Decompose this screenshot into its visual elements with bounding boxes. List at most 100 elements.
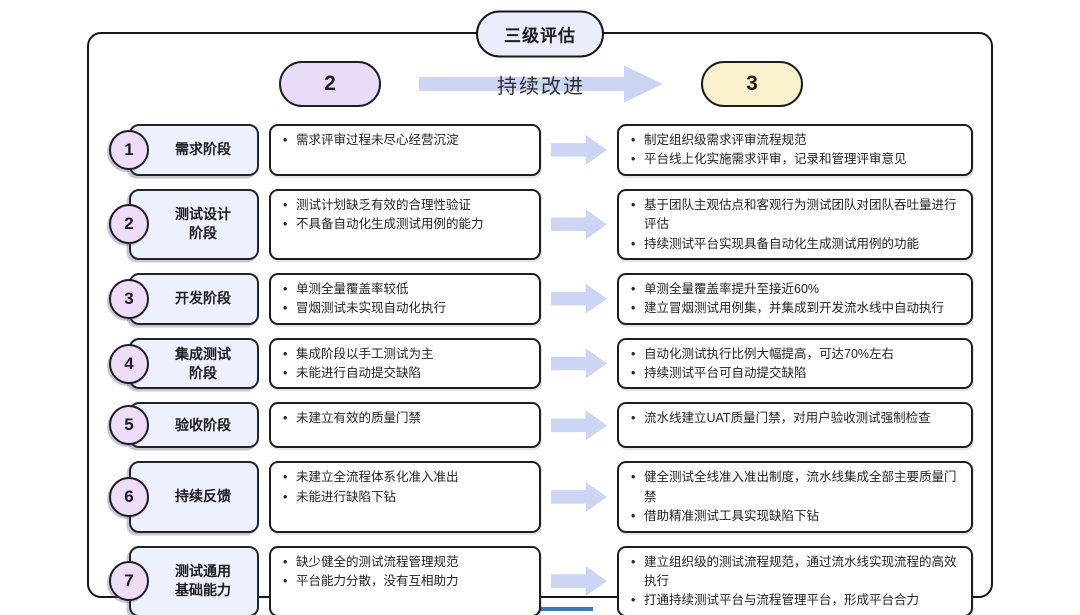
bullet-item: 未能进行自动提交缺陷 <box>283 364 529 384</box>
stage-label: 测试通用 基础能力 <box>175 563 231 599</box>
stage-label: 开发阶段 <box>175 290 231 307</box>
stage-header: 1 需求阶段 <box>109 124 259 176</box>
diagram-frame: 三级评估 2 持续改进 3 1 需求阶段 需求评审过程未尽心经营沉淀 <box>87 10 993 615</box>
transition-label: 持续改进 <box>497 75 585 98</box>
stage-number-badge: 1 <box>109 129 149 170</box>
improved-state-list: 健全测试全线准入准出制度，流水线集成全部主要质量门禁借助精准测试工具实现缺陷下钻 <box>631 468 961 527</box>
improved-state-list: 流水线建立UAT质量门禁，对用户验收测试强制检查 <box>631 409 961 429</box>
level-to-number: 3 <box>746 72 758 95</box>
improved-state-list: 制定组织级需求评审流程规范平台线上化实施需求评审，记录和管理评审意见 <box>631 131 961 170</box>
right-arrow-icon <box>551 481 607 512</box>
current-state-list: 单测全量覆盖率较低冒烟测试未实现自动化执行 <box>283 280 529 319</box>
improved-state-box: 基于团队主观估点和客观行为测试团队对团队吞吐量进行评估持续测试平台实现具备自动化… <box>617 188 973 260</box>
maturity-assessment-diagram: 三级评估 2 持续改进 3 1 需求阶段 需求评审过程未尽心经营沉淀 <box>0 10 1080 615</box>
current-state-box: 测试计划缺乏有效的合理性验证不具备自动化生成测试用例的能力 <box>269 188 541 260</box>
stage-number-badge: 5 <box>109 405 149 446</box>
current-state-list: 测试计划缺乏有效的合理性验证不具备自动化生成测试用例的能力 <box>283 196 529 235</box>
stage-header: 3 开发阶段 <box>109 272 259 325</box>
stage-row: 7 测试通用 基础能力 缺少健全的测试流程管理规范平台能力分散，没有互相助力 建… <box>109 545 973 615</box>
current-state-box: 未建立有效的质量门禁 <box>269 402 541 449</box>
bullet-item: 持续测试平台实现具备自动化生成测试用例的功能 <box>631 235 961 255</box>
stage-row: 5 验收阶段 未建立有效的质量门禁 流水线建立UAT质量门禁，对用户验收测试强制… <box>109 402 973 449</box>
stage-label: 集成测试 阶段 <box>175 345 231 381</box>
bullet-item: 平台线上化实施需求评审，记录和管理评审意见 <box>631 150 961 170</box>
right-arrow-icon <box>551 209 607 240</box>
improved-state-list: 单测全量覆盖率提升至接近60%建立冒烟测试用例集，并集成到开发流水线中自动执行 <box>631 280 961 319</box>
improved-state-box: 健全测试全线准入准出制度，流水线集成全部主要质量门禁借助精准测试工具实现缺陷下钻 <box>617 461 973 533</box>
bullet-item: 流水线建立UAT质量门禁，对用户验收测试强制检查 <box>631 409 961 429</box>
current-state-list: 需求评审过程未尽心经营沉淀 <box>283 131 529 151</box>
stage-header: 6 持续反馈 <box>109 461 259 533</box>
stage-label-box: 持续反馈 <box>129 461 259 533</box>
stage-number-badge: 2 <box>109 204 149 245</box>
stage-header: 2 测试设计 阶段 <box>109 188 259 260</box>
bullet-item: 自动化测试执行比例大幅提高，可达70%左右 <box>631 345 961 365</box>
stage-label: 需求阶段 <box>175 141 231 158</box>
level-transition: 2 持续改进 3 <box>109 60 973 108</box>
bullet-item: 需求评审过程未尽心经营沉淀 <box>283 131 529 151</box>
improved-state-list: 自动化测试执行比例大幅提高，可达70%左右持续测试平台可自动提交缺陷 <box>631 345 961 384</box>
current-state-box: 未建立全流程体系化准入准出未能进行缺陷下钻 <box>269 461 541 533</box>
stage-number: 1 <box>124 139 134 159</box>
stage-number-badge: 7 <box>109 561 149 602</box>
bullet-item: 未建立全流程体系化准入准出 <box>283 468 529 488</box>
level-from-number: 2 <box>324 72 336 95</box>
right-arrow-icon <box>551 348 607 379</box>
stage-label-box: 测试通用 基础能力 <box>129 545 259 615</box>
current-state-box: 单测全量覆盖率较低冒烟测试未实现自动化执行 <box>269 272 541 325</box>
transition-arrow: 持续改进 <box>419 62 663 106</box>
stage-header: 7 测试通用 基础能力 <box>109 545 259 615</box>
stage-row: 2 测试设计 阶段 测试计划缺乏有效的合理性验证不具备自动化生成测试用例的能力 … <box>109 188 973 260</box>
stage-number: 5 <box>124 415 134 435</box>
bullet-item: 借助精准测试工具实现缺陷下钻 <box>631 507 961 527</box>
bullet-item: 未建立有效的质量门禁 <box>283 409 529 429</box>
level-from-pill: 2 <box>279 61 381 107</box>
current-state-box: 集成阶段以手工测试为主未能进行自动提交缺陷 <box>269 337 541 390</box>
stage-label: 持续反馈 <box>175 488 231 505</box>
title-badge: 三级评估 <box>476 10 604 58</box>
stage-row: 4 集成测试 阶段 集成阶段以手工测试为主未能进行自动提交缺陷 自动化测试执行比… <box>109 337 973 390</box>
right-arrow-icon <box>551 410 607 441</box>
right-arrow-icon <box>551 283 607 314</box>
stage-label-box: 测试设计 阶段 <box>129 188 259 260</box>
stage-header: 4 集成测试 阶段 <box>109 337 259 390</box>
improved-state-list: 基于团队主观估点和客观行为测试团队对团队吞吐量进行评估持续测试平台实现具备自动化… <box>631 196 961 255</box>
stage-row: 6 持续反馈 未建立全流程体系化准入准出未能进行缺陷下钻 健全测试全线准入准出制… <box>109 461 973 533</box>
current-state-list: 未建立有效的质量门禁 <box>283 409 529 429</box>
stage-header: 5 验收阶段 <box>109 402 259 449</box>
stage-number-badge: 4 <box>109 343 149 384</box>
stage-rows: 1 需求阶段 需求评审过程未尽心经营沉淀 制定组织级需求评审流程规范平台线上化实… <box>109 124 973 615</box>
improved-state-box: 自动化测试执行比例大幅提高，可达70%左右持续测试平台可自动提交缺陷 <box>617 337 973 390</box>
bullet-item: 持续测试平台可自动提交缺陷 <box>631 364 961 384</box>
stage-number-badge: 6 <box>109 476 149 517</box>
stage-label: 验收阶段 <box>175 416 231 433</box>
stage-label-box: 验收阶段 <box>129 402 259 449</box>
stage-row: 3 开发阶段 单测全量覆盖率较低冒烟测试未实现自动化执行 单测全量覆盖率提升至接… <box>109 272 973 325</box>
stage-row: 1 需求阶段 需求评审过程未尽心经营沉淀 制定组织级需求评审流程规范平台线上化实… <box>109 124 973 176</box>
bullet-item: 平台能力分散，没有互相助力 <box>283 572 529 592</box>
improved-state-box: 建立组织级的测试流程规范，通过流水线实现流程的高效执行打通持续测试平台与流程管理… <box>617 545 973 615</box>
bullet-item: 单测全量覆盖率提升至接近60% <box>631 280 961 300</box>
stage-label: 测试设计 阶段 <box>175 206 231 242</box>
stage-number: 6 <box>124 486 134 506</box>
bullet-item: 打通持续测试平台与流程管理平台，形成平台合力 <box>631 591 961 611</box>
bullet-item: 测试计划缺乏有效的合理性验证 <box>283 196 529 216</box>
stage-number: 7 <box>124 571 134 591</box>
current-state-list: 未建立全流程体系化准入准出未能进行缺陷下钻 <box>283 468 529 507</box>
stage-label-box: 需求阶段 <box>129 124 259 176</box>
current-state-box: 缺少健全的测试流程管理规范平台能力分散，没有互相助力 <box>269 545 541 615</box>
current-state-list: 缺少健全的测试流程管理规范平台能力分散，没有互相助力 <box>283 553 529 592</box>
level-to-pill: 3 <box>701 61 803 107</box>
improved-state-box: 流水线建立UAT质量门禁，对用户验收测试强制检查 <box>617 402 973 449</box>
stage-number: 4 <box>124 353 134 373</box>
stage-number: 2 <box>124 214 134 234</box>
bullet-item: 建立组织级的测试流程规范，通过流水线实现流程的高效执行 <box>631 553 961 592</box>
bullet-item: 冒烟测试未实现自动化执行 <box>283 299 529 319</box>
improved-state-list: 建立组织级的测试流程规范，通过流水线实现流程的高效执行打通持续测试平台与流程管理… <box>631 553 961 612</box>
bullet-item: 建立冒烟测试用例集，并集成到开发流水线中自动执行 <box>631 299 961 319</box>
right-arrow-icon <box>551 566 607 597</box>
improved-state-box: 单测全量覆盖率提升至接近60%建立冒烟测试用例集，并集成到开发流水线中自动执行 <box>617 272 973 325</box>
title-badge-label: 三级评估 <box>504 26 576 46</box>
right-arrow-icon <box>551 134 607 165</box>
stage-number-badge: 3 <box>109 278 149 319</box>
